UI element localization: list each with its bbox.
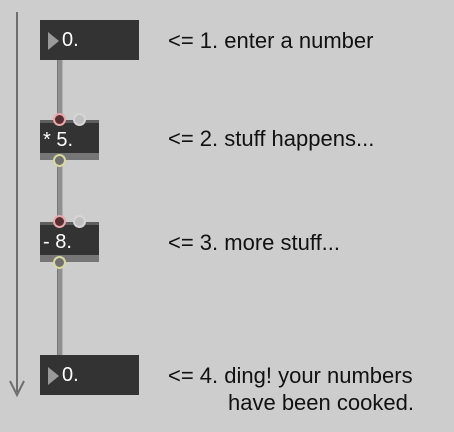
subtract-right-inlet-icon[interactable]: [73, 215, 86, 228]
patch-cord-2[interactable]: [57, 160, 63, 224]
object-bottom-rim: [40, 153, 99, 160]
number-triangle-icon: [48, 32, 59, 50]
object-bottom-rim: [40, 255, 99, 262]
multiply-object[interactable]: * 5.: [40, 120, 99, 160]
comment-step-4: <= 4. ding! your numbers: [168, 363, 413, 388]
input-number-value: 0.: [62, 29, 79, 51]
patch-cord-1[interactable]: [57, 60, 63, 124]
object-top-rim: [40, 222, 99, 225]
subtract-outlet-icon[interactable]: [53, 256, 66, 269]
comment-step-4-continued: have been cooked.: [228, 390, 414, 415]
comment-step-3: <= 3. more stuff...: [168, 230, 341, 255]
patch-cord-3[interactable]: [57, 262, 63, 356]
comment-step-1: <= 1. enter a number: [168, 28, 374, 53]
multiply-outlet-icon[interactable]: [53, 154, 66, 167]
subtract-object[interactable]: - 8.: [40, 222, 99, 262]
input-number-box[interactable]: 0.: [40, 20, 139, 60]
number-triangle-icon: [48, 367, 59, 385]
flow-arrow-icon: [9, 12, 25, 398]
multiply-object-text: * 5.: [43, 129, 74, 151]
multiply-left-inlet-icon[interactable]: [53, 113, 66, 126]
multiply-right-inlet-icon[interactable]: [73, 113, 86, 126]
comment-step-2: <= 2. stuff happens...: [168, 126, 375, 151]
object-top-rim: [40, 120, 99, 123]
subtract-left-inlet-icon[interactable]: [53, 215, 66, 228]
subtract-object-text: - 8.: [43, 231, 72, 253]
output-number-value: 0.: [62, 364, 79, 386]
output-number-box[interactable]: 0.: [40, 355, 139, 395]
